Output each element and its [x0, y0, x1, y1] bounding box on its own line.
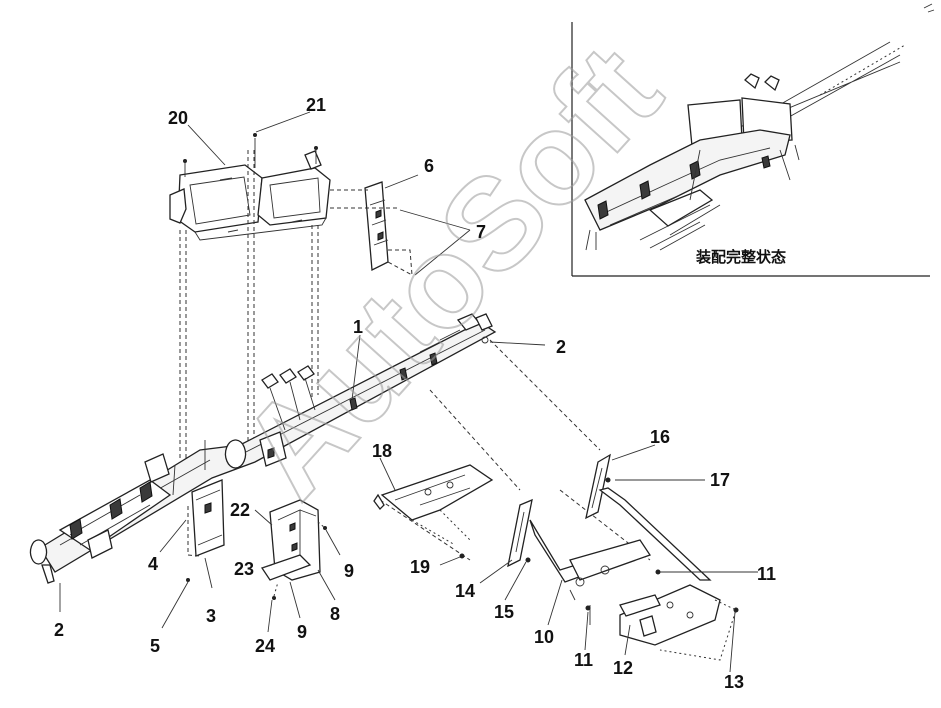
inset-caption: 装配完整状态	[695, 248, 786, 266]
callout-1: 1	[353, 317, 363, 337]
callout-17: 17	[710, 470, 730, 490]
part-1-crossbeam	[29, 313, 497, 584]
part-20-frame	[169, 133, 331, 241]
callout-11-bottom: 11	[574, 650, 593, 670]
callout-9-bottom: 9	[297, 622, 307, 642]
inset-frame	[571, 22, 930, 277]
callout-4: 4	[148, 554, 158, 574]
callout-16: 16	[650, 427, 670, 447]
corner-mark	[923, 3, 935, 13]
part-14-strut	[507, 498, 533, 568]
callout-15: 15	[494, 602, 514, 622]
leader-lines	[59, 111, 758, 673]
callout-13: 13	[724, 672, 744, 692]
part-16-strut	[585, 453, 611, 520]
callout-9-right: 9	[344, 561, 354, 581]
callout-12: 12	[613, 658, 633, 678]
callout-8: 8	[330, 604, 340, 624]
callout-2-left: 2	[54, 620, 64, 640]
callout-6: 6	[424, 156, 434, 176]
part-10-12-lower-frame	[529, 487, 739, 661]
callout-labels: 20 21 6 7 1 2 2 16 17 18 22 4 3 5 23 24 …	[54, 95, 786, 692]
callout-14: 14	[455, 581, 475, 601]
callout-7: 7	[476, 222, 486, 242]
part-6-bracket	[330, 181, 413, 276]
callout-21: 21	[306, 95, 326, 115]
alignment-lines	[179, 150, 651, 561]
callout-3: 3	[206, 606, 216, 626]
callout-19: 19	[410, 557, 430, 577]
part-3-bracket	[186, 479, 225, 582]
callout-22: 22	[230, 500, 250, 520]
callout-11-right: 11	[757, 564, 776, 584]
watermark: AutoSoft	[212, 18, 688, 523]
callout-24: 24	[255, 636, 275, 656]
callout-23: 23	[234, 559, 254, 579]
part-18-plate	[373, 464, 494, 559]
part-8-bracket	[260, 499, 327, 600]
callout-10: 10	[534, 627, 554, 647]
callout-20: 20	[168, 108, 188, 128]
callout-5: 5	[150, 636, 160, 656]
callout-18: 18	[372, 441, 392, 461]
callout-2-right: 2	[556, 337, 566, 357]
inset-assembled-view	[584, 41, 906, 251]
